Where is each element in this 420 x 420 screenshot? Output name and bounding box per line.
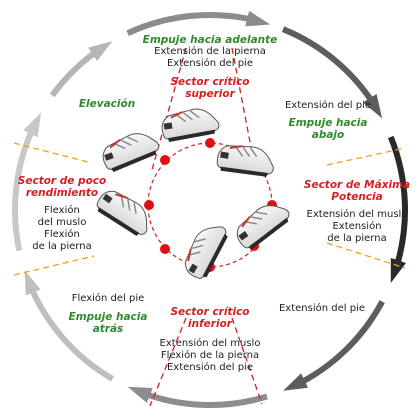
shoe-illustrations: [92, 105, 295, 284]
sector-inferior-title-1: Sector crítico: [170, 306, 250, 318]
right-lower-block: Extensión del pie: [268, 303, 376, 315]
sector-superior-block: Sector crítico superior: [150, 76, 270, 100]
sector-superior-line-2: superior: [185, 88, 235, 100]
pedal-dot-top-left: [160, 155, 170, 165]
push-down-block: Extensión del pie Empuje hacia abajo: [268, 100, 388, 141]
ring-arrowhead: [24, 270, 41, 296]
sector-inferior-line-1: Extensión del muslo: [159, 338, 261, 349]
sector-low-line-4: de la pierna: [32, 241, 92, 252]
sector-max-line-1: Extensión del muslo: [306, 209, 408, 220]
ring-arrowhead: [245, 10, 271, 27]
ring-arrowhead: [283, 373, 308, 391]
ring-arrowhead: [127, 386, 153, 403]
sector-max-line-2: Extensión: [332, 221, 382, 232]
sector-inferior-title-2: inferior: [188, 318, 232, 330]
push-back-block: Flexión del pie Empuje hacia atrás: [58, 293, 158, 335]
sector-inferior-line-3: Extensión del pie: [166, 362, 253, 373]
ring-arc-segment: [26, 281, 115, 382]
ring-arrowhead: [23, 112, 42, 138]
push-forward-line-2: Extensión del pie: [166, 58, 253, 69]
elevation-title: Elevación: [78, 98, 136, 110]
sector-max-block: Sector de Máxima Potencia Extensión del …: [298, 179, 416, 245]
ring-arrowhead: [362, 93, 383, 119]
cycling-shoe-icon: [158, 105, 222, 144]
elevation-label-block: Elevación: [62, 98, 152, 110]
ring-arc-segment: [388, 135, 408, 272]
push-back-line-2: atrás: [92, 323, 124, 335]
sector-low-line-2: del muslo: [37, 217, 87, 228]
right-lower-text: Extensión del pie: [278, 303, 365, 314]
divider-right-lower: [326, 242, 406, 269]
push-back-above: Flexión del pie: [71, 293, 145, 304]
ring-arc-segment: [126, 12, 258, 36]
sector-low-line-1: Flexión: [44, 205, 80, 216]
ring-arrowhead: [390, 257, 406, 284]
ring-arc-segment: [281, 26, 378, 109]
cycling-shoe-icon: [229, 195, 295, 254]
pedal-dot-top: [205, 138, 215, 148]
sector-inferior-block: Sector crítico inferior Extensión del mu…: [145, 306, 275, 374]
cycling-shoe-icon: [214, 140, 278, 181]
divider-bottom-right: [231, 317, 263, 405]
divider-right-upper: [326, 147, 406, 166]
push-forward-block: Empuje hacia adelante Extensión de la pi…: [130, 34, 290, 70]
ring-arc-segment: [139, 389, 268, 408]
sector-low-line-3: Flexión: [44, 229, 80, 240]
divider-left-lower: [13, 255, 95, 276]
ring-arc-segment: [12, 123, 38, 252]
push-down-line-2: abajo: [311, 129, 345, 141]
sector-max-title-1: Sector de Máxima: [303, 179, 411, 191]
sector-low-block: Sector de poco rendimiento Flexión del m…: [12, 175, 112, 253]
ring-arrowhead: [88, 41, 113, 61]
sector-superior-line-1: Sector crítico: [170, 76, 250, 88]
push-forward-line-1: Extensión de la pierna: [154, 46, 266, 57]
pedal-dot-bottom-left: [160, 244, 170, 254]
ring-arc-segment: [294, 300, 385, 388]
push-down-line-1: Empuje hacia: [288, 117, 368, 129]
push-forward-title: Empuje hacia adelante: [142, 34, 278, 46]
sector-max-title-2: Potencia: [331, 191, 383, 203]
sector-low-title-2: rendimiento: [25, 187, 99, 199]
cycling-shoe-icon: [177, 217, 234, 284]
push-back-line-1: Empuje hacia: [68, 311, 148, 323]
pedal-dot-left: [144, 200, 154, 210]
divider-bottom-left: [149, 317, 187, 407]
sector-divider-lines: [13, 47, 406, 407]
sector-max-line-3: de la pierna: [327, 233, 387, 244]
sector-inferior-line-2: Flexión de la pierna: [160, 350, 260, 361]
push-down-above: Extensión del pie: [284, 100, 371, 111]
divider-left-upper: [13, 142, 89, 163]
sector-low-title-1: Sector de poco: [17, 175, 107, 187]
